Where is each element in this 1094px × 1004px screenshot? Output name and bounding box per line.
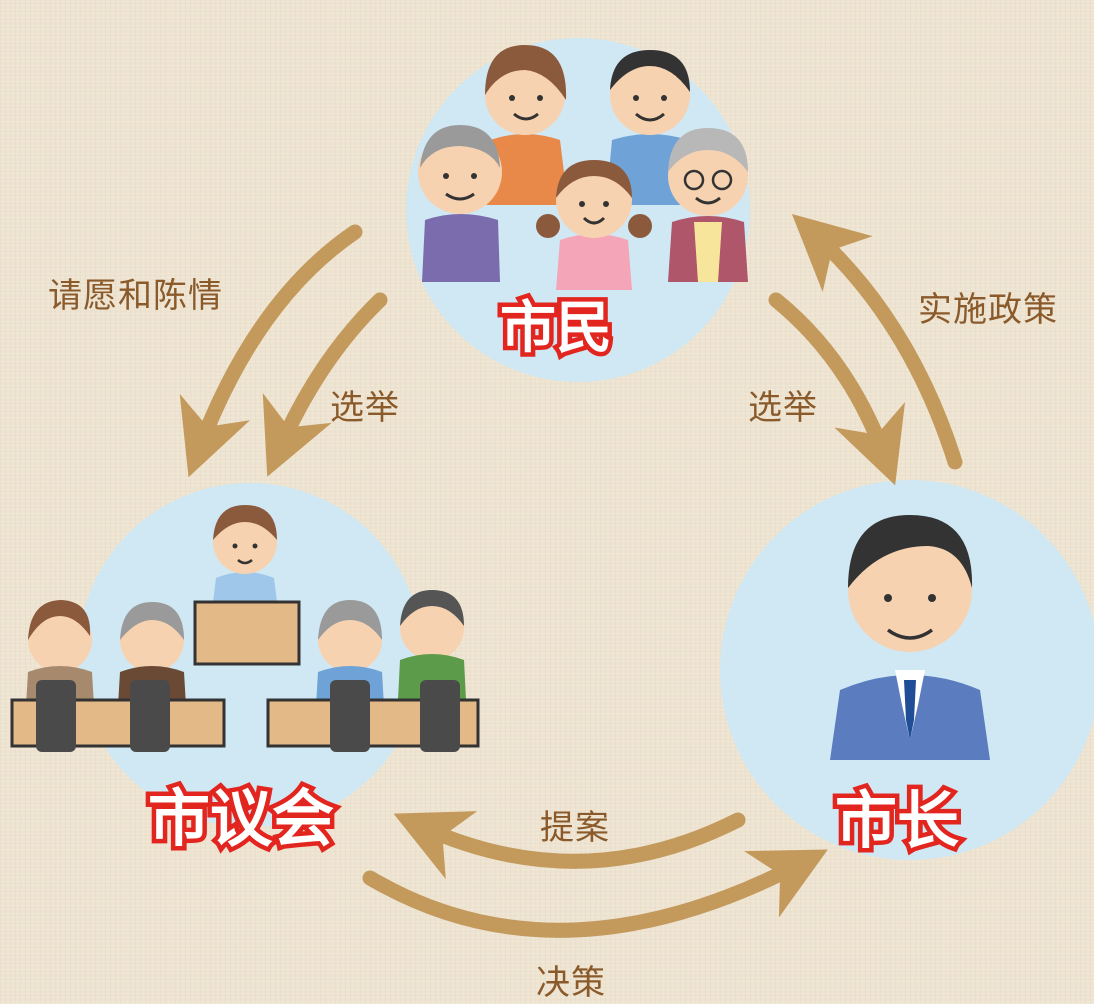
arrow-elect-council [262,292,388,477]
old-woman-figure [668,128,748,282]
council-illustration [10,505,480,752]
arrow-elect-mayor [768,292,906,486]
label-proposal: 提案 [540,808,610,848]
arrow-implement-policy [791,213,963,470]
speaker-figure [212,505,278,610]
arrow-resolution [362,849,828,938]
arrow-proposal [393,811,746,880]
label-elect-mayor: 选举 [748,388,818,428]
mayor-illustration [830,515,990,760]
podium [193,600,301,666]
label-implement-policy: 实施政策 [918,290,1058,330]
woman-figure [482,45,568,205]
right-members [266,590,480,752]
citizens-illustration [418,45,748,290]
old-man-figure [418,125,502,282]
council-title: 市议会 [143,778,338,860]
arrow-petition [179,224,363,478]
label-elect-council: 选举 [330,388,400,428]
citizens-title: 市民 [496,292,617,366]
mayor-title: 市长 [830,780,963,862]
label-petition: 请愿和陈情 [48,276,223,316]
girl-figure [536,160,652,290]
label-resolution: 决策 [536,963,606,1003]
left-members [10,600,226,752]
